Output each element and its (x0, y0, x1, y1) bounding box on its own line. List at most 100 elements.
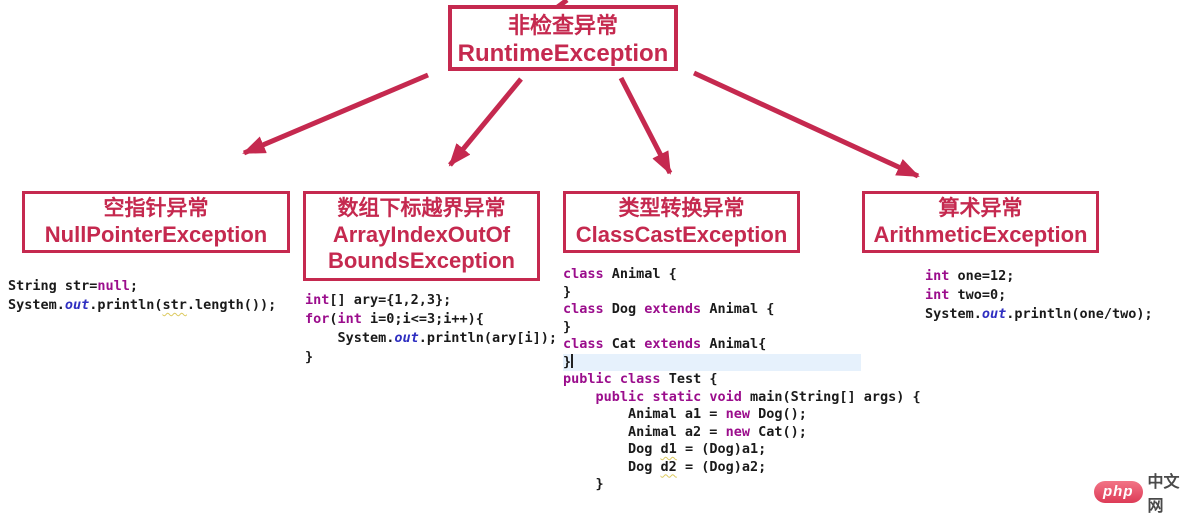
box-title-en: ArrayIndexOutOf (332, 222, 511, 247)
arrow-to-arrayindex (448, 77, 523, 167)
classcast-exception-box: 类型转换异常 ClassCastException (563, 191, 800, 253)
runtime-exception-box: 非检查异常 RuntimeException (448, 5, 678, 71)
code-token: Dog (563, 458, 661, 475)
code-token: } (563, 476, 604, 492)
code-sample-arrayindex: int[] ary={1,2,3};for(int i=0;i<=3;i++){… (305, 291, 557, 367)
box-title-en: ClassCastException (575, 222, 788, 247)
code-token: extends (644, 336, 702, 352)
site-watermark: php 中文网 (1094, 468, 1193, 513)
code-token: null (97, 278, 130, 294)
code-token: d2 (660, 458, 677, 475)
code-token: [] ary={1,2,3}; (329, 292, 452, 308)
code-line: int one=12; (925, 267, 1153, 286)
code-token: .println(one/two); (1006, 306, 1153, 322)
code-token: class (563, 301, 604, 317)
code-line: Dog d1 = (Dog)a1; (563, 441, 861, 459)
code-token: .println(ary[i]); (418, 330, 557, 346)
code-token: i=0;i<=3;i++){ (361, 311, 484, 327)
code-line: System.out.println(one/two); (925, 305, 1153, 324)
arrow-to-arithmetic (692, 70, 920, 179)
code-token: new (725, 423, 750, 440)
code-token: extends (644, 301, 702, 317)
code-token: out (394, 330, 419, 346)
code-token: System. (305, 330, 395, 346)
code-line: public class Test { (563, 371, 861, 389)
box-title-en: ArithmeticException (873, 222, 1088, 247)
code-line: public static void main(String[] args) { (563, 388, 921, 407)
code-token: str (162, 297, 187, 313)
code-sample-arithmetic: int one=12;int two=0;System.out.println(… (925, 267, 1153, 324)
code-token: new (725, 406, 750, 422)
code-token: System. (8, 297, 65, 313)
code-token: out (64, 297, 90, 313)
code-token: void (709, 388, 742, 405)
box-title-cn: 空指针异常 (103, 197, 209, 220)
box-title-cn: 算术异常 (938, 197, 1023, 220)
code-line: class Dog extends Animal { (563, 301, 861, 319)
code-token: int (337, 311, 362, 327)
code-token (563, 389, 596, 405)
arrow-to-nullpointer (242, 72, 429, 156)
code-token: Dog (603, 301, 645, 317)
code-token: } (305, 349, 314, 365)
box-title-en: RuntimeException (457, 40, 669, 67)
code-token: public (595, 388, 645, 405)
code-line: Dog d2 = (Dog)a2; (563, 459, 861, 477)
code-token (612, 371, 620, 387)
code-token: int (925, 268, 950, 284)
code-token: two=0; (949, 287, 1007, 303)
code-token: Dog (563, 441, 661, 457)
arrayindex-exception-box: 数组下标越界异常 ArrayIndexOutOf BoundsException (303, 191, 540, 281)
code-token: Animal { (701, 301, 775, 317)
code-token: int (925, 287, 950, 303)
code-sample-classcast: class Animal {}class Dog extends Animal … (563, 266, 921, 494)
nullpointer-exception-box: 空指针异常 NullPointerException (22, 191, 290, 253)
code-token: .println( (89, 297, 163, 313)
code-token: class (563, 336, 604, 352)
box-title-en2: BoundsException (327, 248, 515, 273)
box-title-cn: 数组下标越界异常 (337, 197, 506, 220)
code-token: d1 (660, 441, 677, 457)
code-token: Dog(); (749, 406, 807, 422)
code-token: Cat (603, 336, 645, 352)
code-line: Animal a1 = new Dog(); (563, 406, 861, 424)
code-token: .length()); (186, 297, 277, 313)
code-token: } (563, 353, 572, 370)
code-token: class (563, 266, 604, 282)
code-token: for (305, 311, 330, 327)
code-token: ( (329, 311, 338, 327)
code-token: Test { (660, 371, 718, 387)
code-line: } (305, 348, 557, 367)
code-token: Animal{ (701, 336, 767, 352)
code-line: class Cat extends Animal{ (563, 336, 861, 354)
code-line: int two=0; (925, 286, 1153, 305)
code-token: } (563, 283, 572, 300)
php-logo-badge: php (1094, 481, 1143, 503)
code-token: out (981, 306, 1007, 322)
code-line: } (563, 284, 861, 302)
text-cursor (571, 353, 574, 368)
code-token: = (Dog)a2; (676, 458, 767, 475)
code-line: for(int i=0;i<=3;i++){ (305, 310, 557, 329)
code-line: System.out.println(str.length()); (8, 296, 276, 315)
code-token: public (563, 371, 612, 387)
code-token: one=12; (949, 268, 1015, 284)
code-line: String str=null; (8, 277, 276, 296)
code-sample-nullpointer: String str=null;System.out.println(str.l… (8, 277, 276, 315)
code-token: } (563, 318, 572, 335)
site-name-label: 中文网 (1147, 474, 1180, 513)
code-token: String str= (8, 278, 98, 294)
code-token: int (305, 292, 330, 308)
arrow-to-classcast (618, 76, 673, 175)
code-line: } (563, 353, 861, 371)
code-token: System. (925, 306, 982, 322)
code-line: class Animal { (563, 266, 861, 284)
box-title-en: NullPointerException (44, 222, 268, 247)
code-token: class (619, 371, 661, 387)
code-token: Cat(); (749, 423, 807, 440)
code-token: = (Dog)a1; (676, 441, 767, 457)
code-token: main(String[] args) { (741, 388, 921, 405)
code-line: int[] ary={1,2,3}; (305, 291, 557, 310)
code-line: } (563, 319, 861, 337)
